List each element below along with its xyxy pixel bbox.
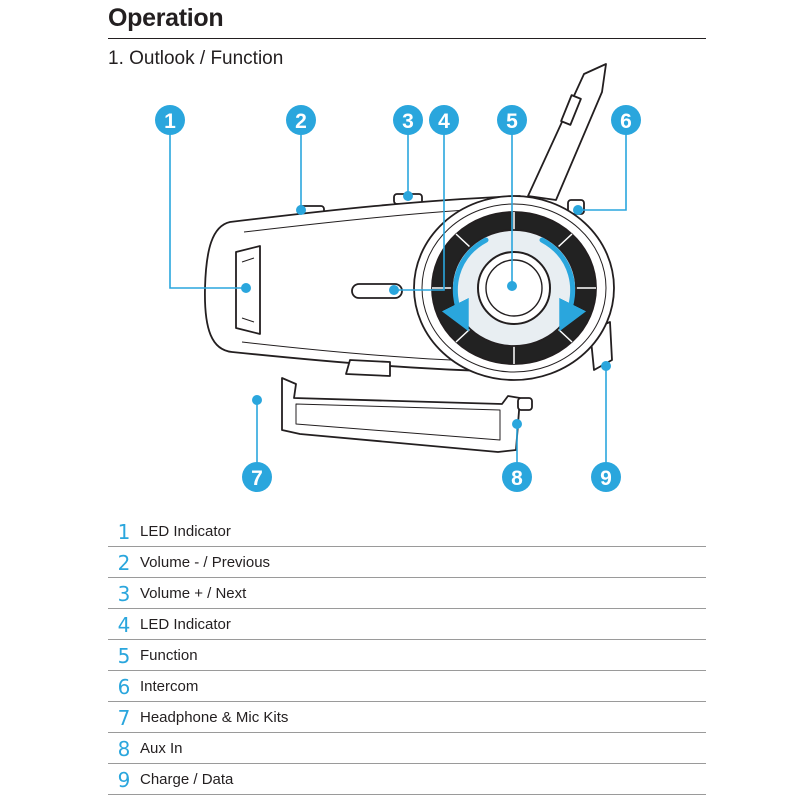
leader-lines: [169, 130, 627, 466]
legend-number: 3: [117, 581, 131, 606]
legend-number: 1: [117, 519, 131, 544]
svg-text:7: 7: [251, 467, 263, 490]
legend-label: LED Indicator: [140, 616, 231, 633]
legend-label: Volume + / Next: [140, 585, 247, 602]
svg-text:4: 4: [438, 110, 450, 133]
legend-row: 3 Volume + / Next: [108, 579, 706, 609]
legend-number: 9: [117, 767, 131, 792]
legend-number: 7: [117, 705, 131, 730]
svg-text:9: 9: [600, 467, 612, 490]
leader-dots: [241, 191, 611, 429]
charge-dot: [601, 361, 611, 371]
mount-bracket: [281, 377, 521, 453]
legend-row: 8 Aux In: [108, 734, 706, 764]
legend-label: LED Indicator: [140, 523, 231, 540]
page-title: Operation: [108, 4, 224, 32]
aux-port-shape: [517, 397, 533, 411]
legend-row: 7 Headphone & Mic Kits: [108, 703, 706, 733]
legend-row: 2 Volume - / Previous: [108, 548, 706, 578]
legend-row: 9 Charge / Data: [108, 765, 706, 795]
legend-row: 1 LED Indicator: [108, 517, 706, 547]
callout-badges: 1 2 3 4 5 6 7 8 9: [155, 105, 641, 492]
callout-2: 2: [286, 105, 316, 135]
function-dot: [507, 281, 517, 291]
legend-label: Volume - / Previous: [140, 554, 271, 571]
legend-label: Intercom: [140, 678, 199, 695]
callout-9: 9: [591, 462, 621, 492]
legend-label: Function: [140, 647, 198, 664]
led-slot-dot: [389, 285, 399, 295]
section-subtitle: 1. Outlook / Function: [108, 48, 284, 69]
legend-row: 6 Intercom: [108, 672, 706, 702]
right-rotation-arrow: [539, 237, 587, 332]
callout-7: 7: [242, 462, 272, 492]
legend-label: Aux In: [140, 740, 183, 757]
led-indicator-dot: [241, 283, 251, 293]
svg-text:5: 5: [506, 110, 518, 133]
headphone-dot: [252, 395, 262, 405]
rotation-arrows: [441, 237, 587, 332]
legend-row: 4 LED Indicator: [108, 610, 706, 640]
callout-6: 6: [611, 105, 641, 135]
legend-label: Headphone & Mic Kits: [140, 709, 289, 726]
svg-text:2: 2: [295, 110, 307, 133]
legend-row: 5 Function: [108, 641, 706, 671]
callout-5: 5: [497, 105, 527, 135]
volume-minus-dot: [296, 205, 306, 215]
svg-text:1: 1: [164, 110, 176, 133]
legend-number: 6: [117, 674, 131, 699]
legend-number: 8: [117, 736, 131, 761]
title-divider: [108, 38, 706, 39]
legend-number: 4: [117, 612, 131, 637]
volume-plus-dot: [403, 191, 413, 201]
leader-4: [396, 130, 445, 291]
led-slot: [351, 283, 403, 299]
legend-label: Charge / Data: [140, 771, 234, 788]
intercom-dot: [573, 205, 583, 215]
aux-dot: [512, 419, 522, 429]
leader-6: [578, 130, 627, 211]
legend-number: 5: [117, 643, 131, 668]
leader-1: [169, 130, 246, 289]
svg-text:8: 8: [511, 467, 523, 490]
callout-3: 3: [393, 105, 423, 135]
legend-number: 2: [117, 550, 131, 575]
svg-text:6: 6: [620, 110, 632, 133]
svg-text:3: 3: [402, 110, 414, 133]
antenna: [527, 63, 607, 201]
callout-4: 4: [429, 105, 459, 135]
bottom-clip: [345, 359, 391, 377]
callout-8: 8: [502, 462, 532, 492]
left-rotation-arrow: [441, 237, 489, 332]
device-diagram: 1 2 3 4 5 6 7 8 9: [155, 63, 641, 492]
callout-1: 1: [155, 105, 185, 135]
